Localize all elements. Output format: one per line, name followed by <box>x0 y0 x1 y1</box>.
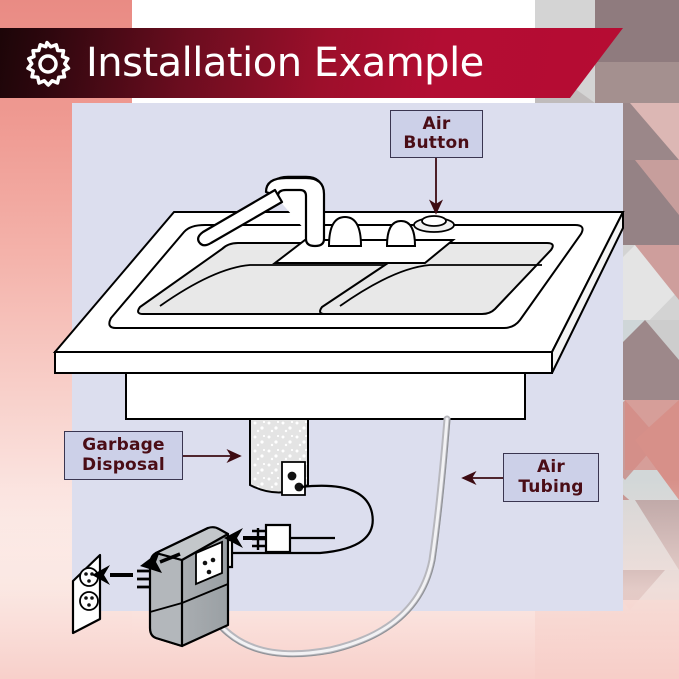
header-banner: Installation Example <box>0 28 623 98</box>
page-title: Installation Example <box>86 40 484 86</box>
callout-air-tubing[interactable]: Air Tubing <box>503 453 599 502</box>
diagram-panel <box>72 103 623 611</box>
callout-garbage-disposal[interactable]: Garbage Disposal <box>64 431 183 480</box>
gear-icon <box>26 40 71 87</box>
callout-air-button[interactable]: Air Button <box>390 110 483 158</box>
